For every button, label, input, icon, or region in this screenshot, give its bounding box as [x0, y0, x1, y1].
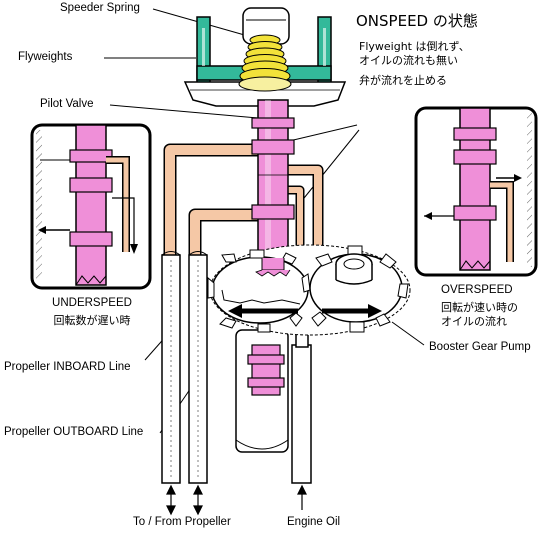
label-underspeed-jp: 回転数が遅い時 — [53, 314, 131, 327]
label-overspeed: OVERSPEED — [441, 284, 513, 296]
speeder-spring — [238, 34, 292, 92]
label-flyweights: Flyweights — [18, 51, 73, 63]
diagram-title: ONSPEED の状態 — [356, 12, 478, 30]
leader-lines — [104, 8, 425, 434]
overspeed-inset — [414, 106, 538, 277]
engine-oil-pipe — [291, 321, 312, 484]
note-line-3: 弁が流れを止める — [359, 74, 447, 87]
pilot-valve — [251, 99, 295, 261]
booster-gear-pump — [207, 244, 411, 336]
label-underspeed: UNDERSPEED — [52, 297, 132, 309]
note-line-2: オイルの流れも無い — [359, 54, 458, 67]
label-speeder-spring: Speeder Spring — [60, 2, 140, 14]
note-line-1: Flyweight は倒れず、 — [359, 40, 470, 53]
label-overspeed-jp-1: 回転が速い時の — [441, 301, 518, 314]
label-inboard-line: Propeller INBOARD Line — [4, 361, 131, 373]
underspeed-inset — [30, 123, 152, 290]
bottom-arrows — [166, 484, 307, 516]
label-pilot-valve: Pilot Valve — [40, 98, 94, 110]
lower-housing — [235, 329, 289, 453]
label-to-from-propeller: To / From Propeller — [133, 516, 231, 528]
label-overspeed-jp-2: オイルの流れ — [441, 315, 507, 328]
propeller-lines — [161, 251, 208, 484]
right-gear — [309, 245, 409, 333]
label-engine-oil: Engine Oil — [287, 516, 341, 528]
label-booster-gear-pump: Booster Gear Pump — [429, 341, 531, 353]
oil-passages — [163, 143, 324, 265]
label-outboard-line: Propeller OUTBOARD Line — [4, 426, 144, 438]
